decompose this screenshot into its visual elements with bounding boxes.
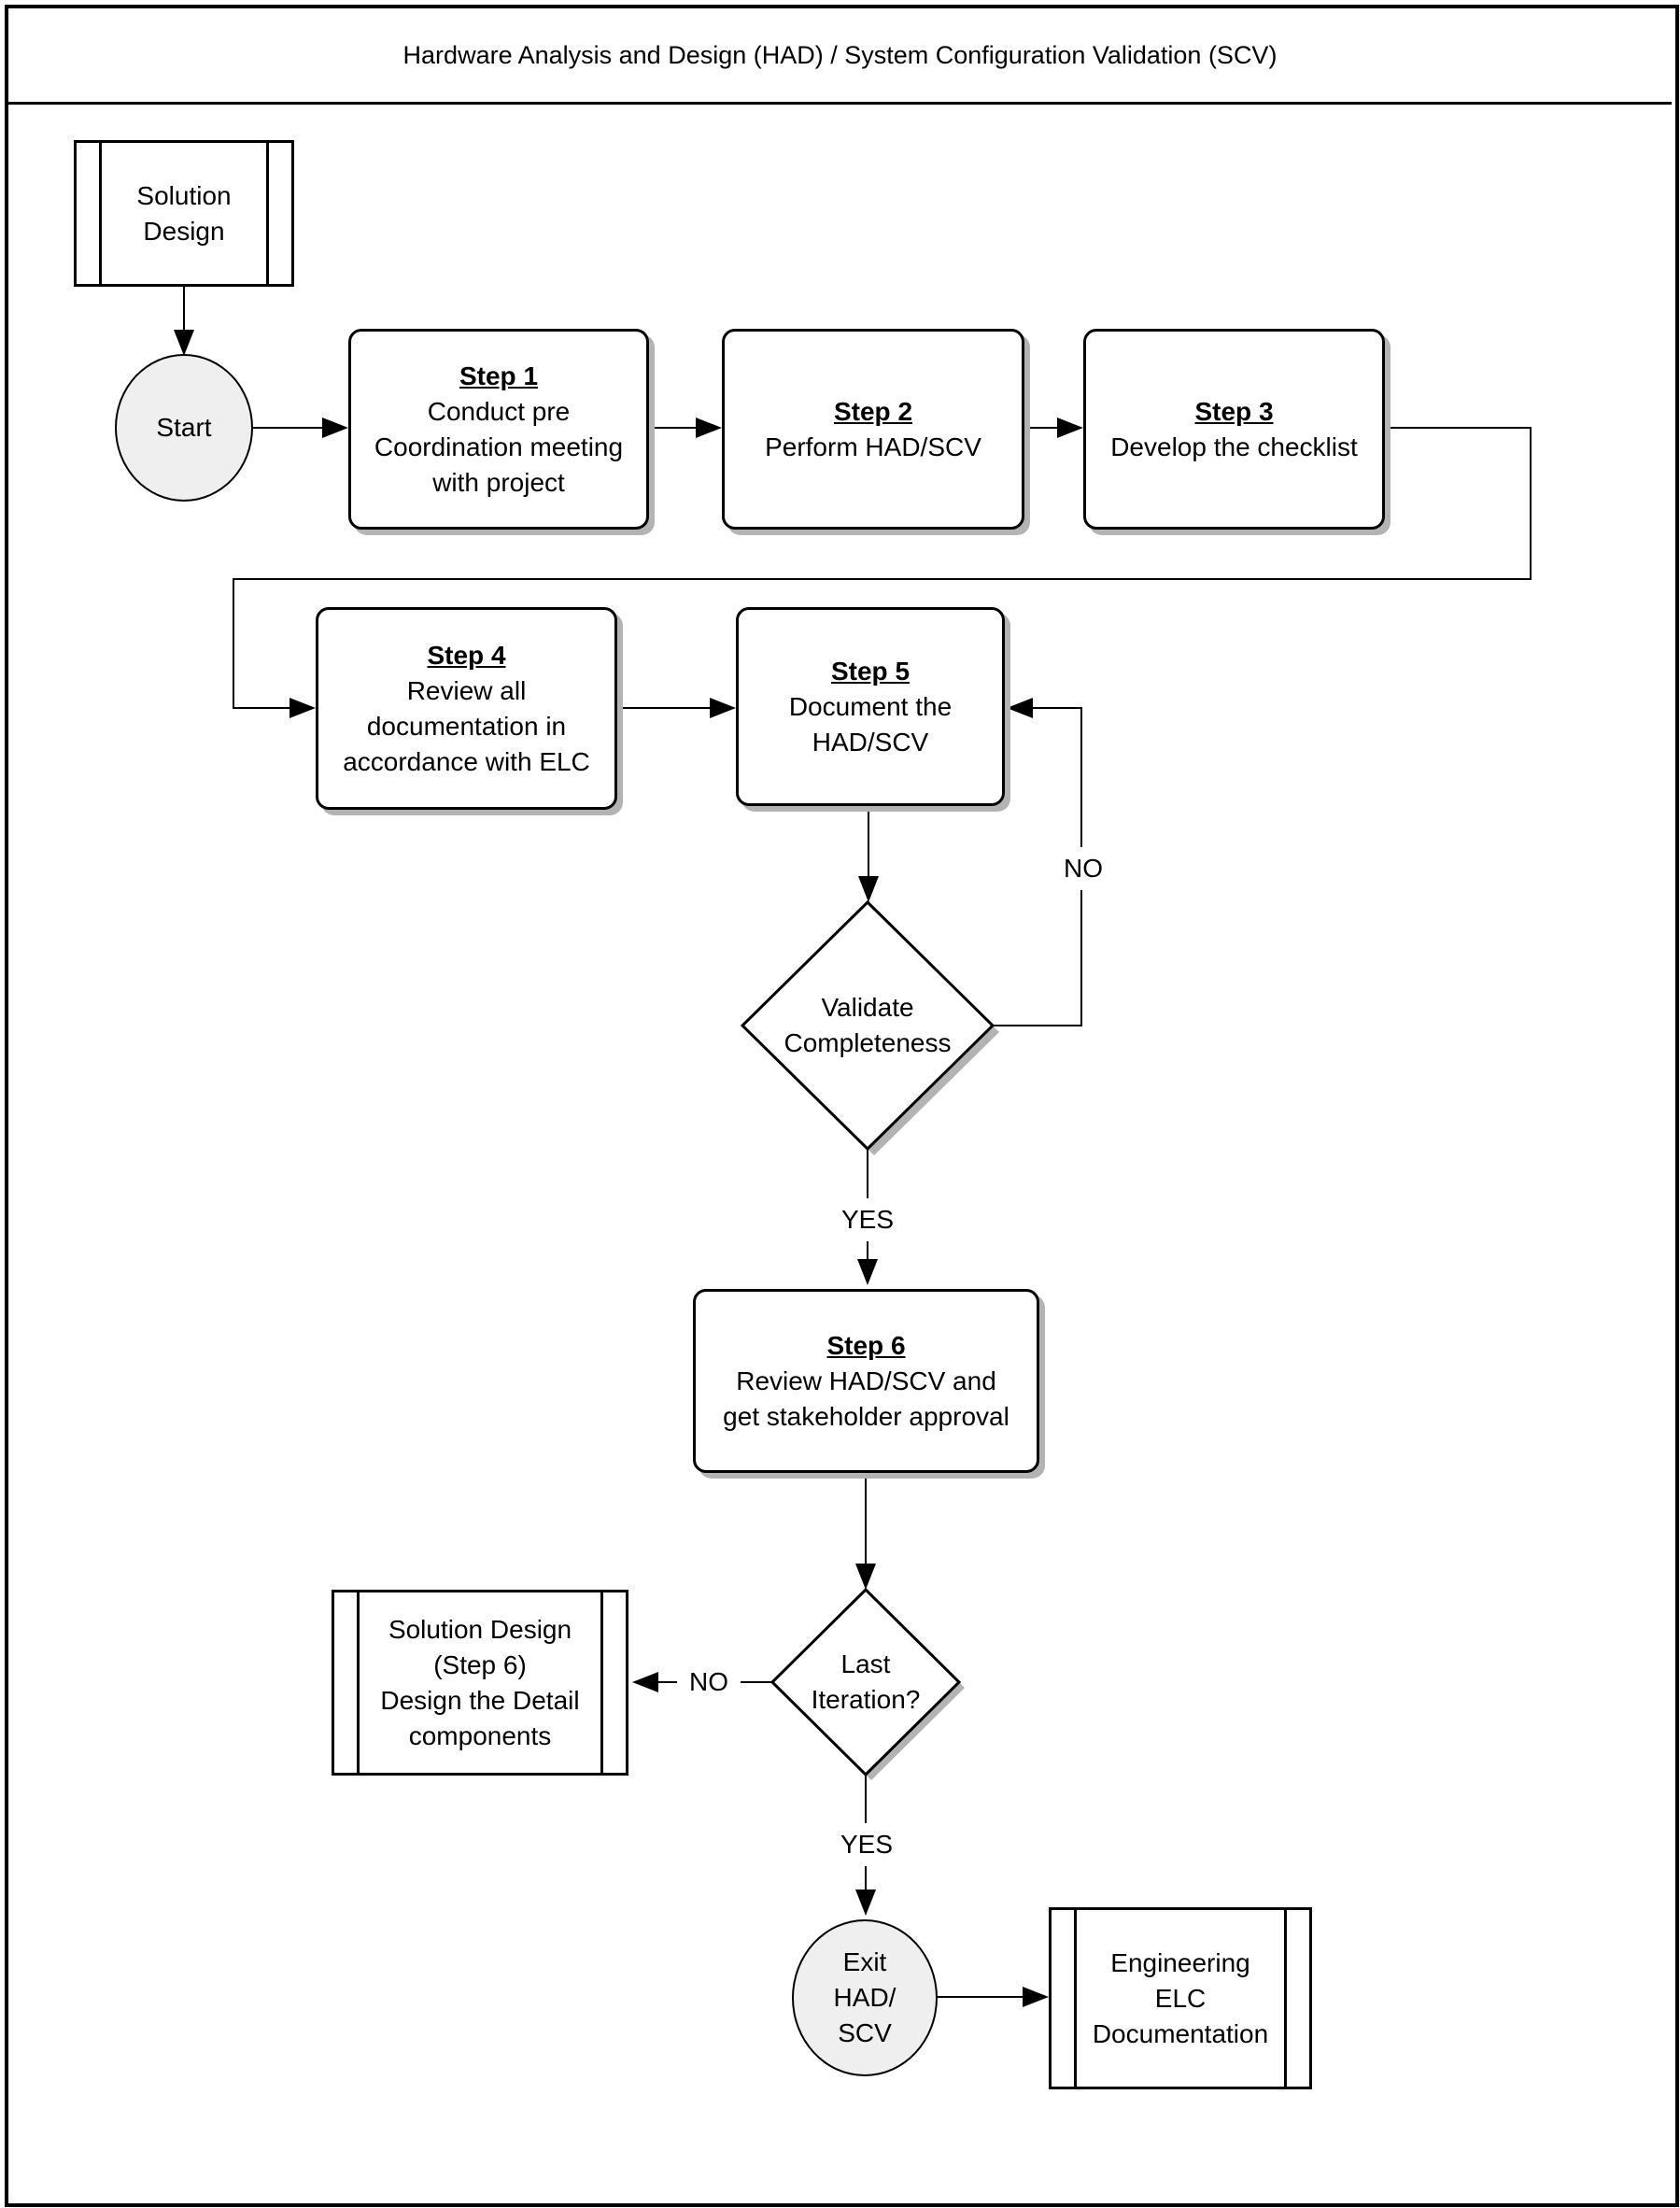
node-line: HAD/ [833,1983,896,2012]
node-line: Design the Detail [380,1685,580,1715]
page-title: Hardware Analysis and Design (HAD) / Sys… [402,40,1278,69]
node-exit-had-scv: Exit HAD/ SCV [792,1919,938,2076]
edge-label-text: YES [840,1830,894,1859]
node-line: Review all [406,675,527,705]
arrowhead-validate-yes-step6 [857,1259,878,1285]
edge-label-validate-no: NO [1052,847,1115,890]
node-line: Exit [842,1947,887,1976]
node-line: Document the [788,691,953,721]
arrowhead-step4-step5 [710,698,736,718]
node-line: ELC [1154,1983,1207,2013]
node-line: get stakeholder approval [723,1401,1009,1431]
node-line: HAD/SCV [812,727,929,757]
node-line: Solution Design [388,1614,572,1644]
node-line: Last [840,1649,891,1678]
node-line: documentation in [366,711,567,741]
arrowhead-exit-engineering [1023,1987,1049,2007]
node-start: Start [115,354,253,502]
node-line: Validate [821,993,914,1022]
page-border [5,5,1679,2207]
node-line: Start [156,413,212,442]
arrowhead-step2-step3 [1057,418,1083,438]
arrowhead-step3-step4 [289,698,316,718]
node-title: Step 1 [459,361,539,390]
node-line: Completeness [784,1028,952,1057]
arrowhead-validate-no-step5 [1007,698,1033,718]
node-line: Develop the checklist [1110,432,1358,461]
node-title: Step 4 [427,640,506,670]
node-engineering-elc-documentation: Engineering ELC Documentation [1049,1907,1312,2089]
node-line: Engineering [1110,1947,1250,1977]
edge-label-text: NO [1064,854,1103,883]
node-line: (Step 6) [433,1649,527,1679]
inner-line-left [357,1592,360,1773]
last-iteration-diamond-shape [769,1587,962,1777]
node-line: components [408,1720,552,1750]
inner-line-right [600,1592,603,1773]
node-line: with project [432,467,565,497]
validate-diamond-shape [740,899,995,1152]
title-bar: Hardware Analysis and Design (HAD) / Sys… [8,8,1672,105]
node-validate-completeness: Validate Completeness [742,902,993,1149]
node-line: Conduct pre [427,396,571,426]
arrowhead-step6-lastiteration [855,1564,876,1590]
node-line: Documentation [1092,2018,1269,2048]
node-step3: Step 3 Develop the checklist [1083,329,1385,530]
edge-label-text: YES [840,1205,895,1234]
arrowhead-step1-step2 [696,418,722,438]
node-line: Review HAD/SCV and [736,1366,996,1395]
node-line: Design [143,216,225,246]
node-line: Coordination meeting [374,432,624,461]
node-title: Step 2 [833,396,913,426]
edge-label-text: NO [689,1667,728,1696]
node-title: Step 3 [1194,396,1274,426]
node-last-iteration: Last Iteration? [772,1590,959,1775]
inner-line-left [1074,1910,1077,2087]
arrowhead-iteration-yes-exit [855,1890,876,1916]
node-solution-design: Solution Design [74,140,294,287]
edge-label-iteration-no: NO [677,1661,741,1704]
arrowhead-iteration-no-solutiondesign [632,1672,658,1692]
inner-line-right [1284,1910,1287,2087]
node-title: Step 6 [826,1330,906,1360]
node-line: Perform HAD/SCV [765,432,981,461]
node-step2: Step 2 Perform HAD/SCV [722,329,1024,530]
edge-label-validate-yes: YES [827,1198,908,1241]
arrowhead-solutiondesign-start [174,330,194,356]
edge-label-iteration-yes: YES [826,1823,907,1866]
inner-line-right [266,143,269,284]
arrowhead-start-step1 [322,418,348,438]
node-line: Solution [136,180,232,210]
arrowhead-step5-validate [858,876,879,902]
node-step5: Step 5 Document the HAD/SCV [736,607,1005,806]
node-line: Iteration? [811,1685,921,1714]
node-step4: Step 4 Review all documentation in accor… [316,607,617,810]
node-solution-design-step6: Solution Design (Step 6) Design the Deta… [332,1590,628,1776]
node-line: SCV [838,2018,892,2047]
connector-step3-step4 [233,427,1532,709]
node-step1: Step 1 Conduct pre Coordination meeting … [348,329,649,530]
node-title: Step 5 [830,656,911,686]
node-step6: Step 6 Review HAD/SCV and get stakeholde… [693,1289,1039,1473]
node-line: accordance with ELC [343,746,590,776]
inner-line-left [99,143,102,284]
